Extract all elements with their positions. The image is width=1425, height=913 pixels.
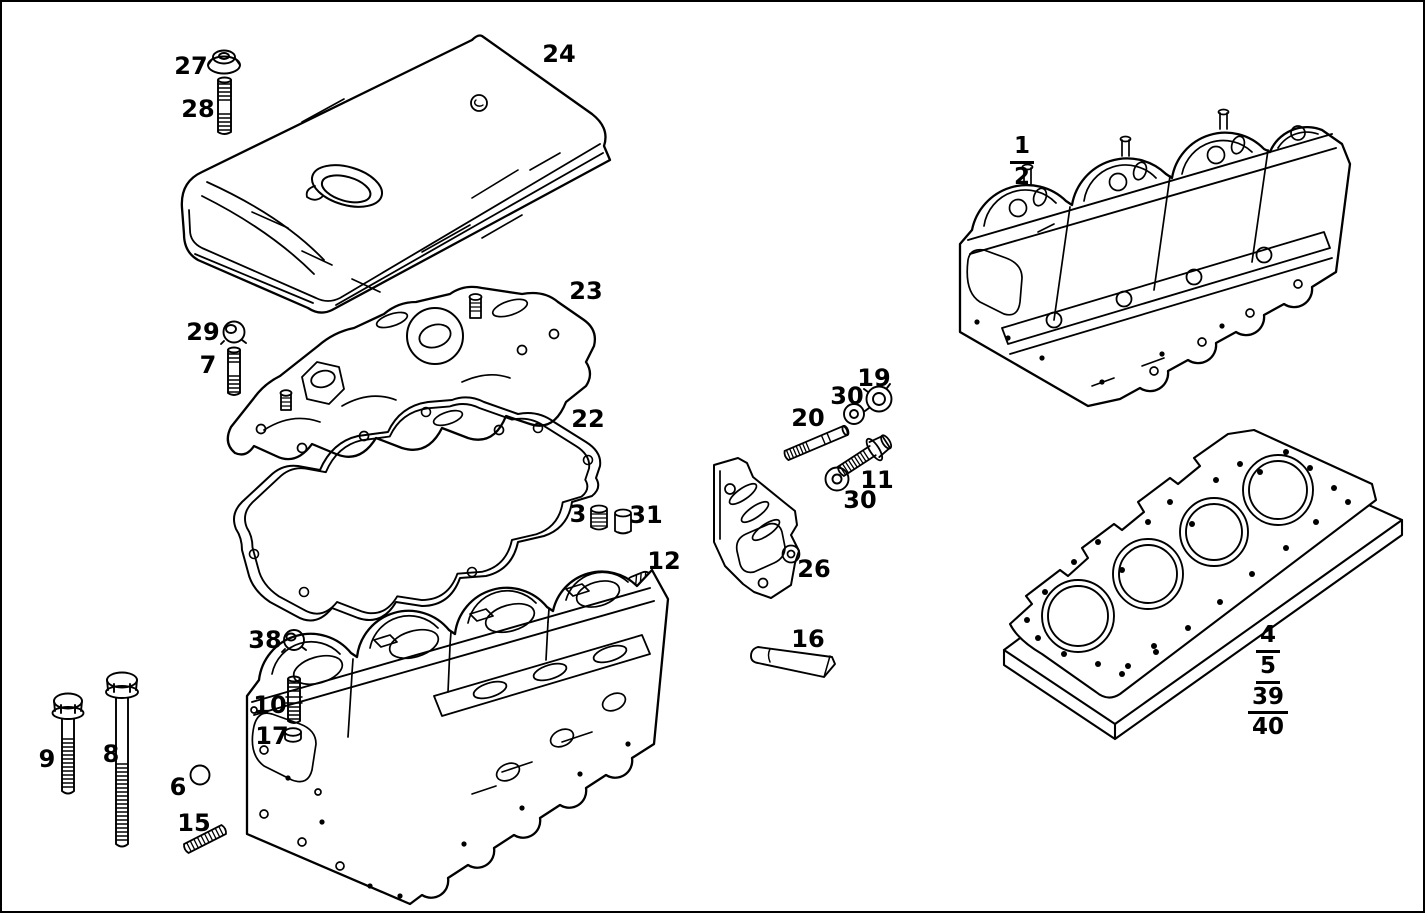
ref-number-40: 40 xyxy=(1251,714,1285,741)
callout-3: 3 xyxy=(569,500,587,528)
cap-nut-29 xyxy=(220,320,247,345)
nut-38 xyxy=(281,629,307,653)
callout-30: 30 xyxy=(830,382,864,410)
callout-31: 31 xyxy=(629,501,663,529)
callout-30: 30 xyxy=(843,486,877,514)
stud-20 xyxy=(783,424,850,462)
cylinder-head-bare xyxy=(245,568,670,906)
cap-plug-31 xyxy=(614,508,632,535)
ref-number-2: 2 xyxy=(1013,163,1031,190)
cylinder-head-assembly xyxy=(958,108,1352,408)
sealant-tube-16 xyxy=(750,646,836,678)
stud-15 xyxy=(183,824,227,854)
callout-27: 27 xyxy=(174,52,208,80)
threaded-plug-3 xyxy=(590,504,608,531)
stud-7 xyxy=(227,346,241,396)
ref-number-1: 1 xyxy=(1009,133,1035,164)
callout-6: 6 xyxy=(169,773,187,801)
callout-24: 24 xyxy=(542,40,576,68)
gasket-bolt-holes xyxy=(1024,449,1351,677)
bolt-9 xyxy=(51,692,85,795)
callout-28: 28 xyxy=(181,95,215,123)
callout-16: 16 xyxy=(791,625,825,653)
ref-number-39: 39 xyxy=(1247,684,1289,715)
flange-nut-27 xyxy=(207,49,241,75)
callout-23: 23 xyxy=(569,277,603,305)
head-gasket xyxy=(1008,428,1378,699)
washer-30-lower xyxy=(824,466,850,492)
callout-11: 11 xyxy=(860,466,894,494)
callout-8: 8 xyxy=(102,740,120,768)
callout-7: 7 xyxy=(199,351,217,379)
callout-15: 15 xyxy=(177,809,211,837)
stud-28 xyxy=(217,76,232,135)
callout-10: 10 xyxy=(253,691,287,719)
valve-cover-gasket xyxy=(233,396,602,622)
bolt-11 xyxy=(836,434,893,477)
end-cover-plate-26 xyxy=(713,457,801,599)
callout-9: 9 xyxy=(38,745,56,773)
washer-17 xyxy=(284,727,302,743)
callout-19: 19 xyxy=(857,364,891,392)
valve-cover xyxy=(180,34,612,314)
callout-26: 26 xyxy=(797,555,831,583)
washer-30-upper xyxy=(843,403,865,425)
callout-22: 22 xyxy=(571,405,605,433)
callout-29: 29 xyxy=(186,318,220,346)
callout-17: 17 xyxy=(255,722,289,750)
nut-19 xyxy=(863,383,893,413)
stud-10 xyxy=(285,675,303,724)
callout-38: 38 xyxy=(248,626,282,654)
ref-number-5: 5 xyxy=(1255,653,1281,684)
callout-20: 20 xyxy=(791,404,825,432)
ref-number-4: 4 xyxy=(1255,622,1281,653)
o-ring-6 xyxy=(189,764,211,786)
bolt-8 xyxy=(105,671,139,848)
callout-12: 12 xyxy=(647,547,681,575)
